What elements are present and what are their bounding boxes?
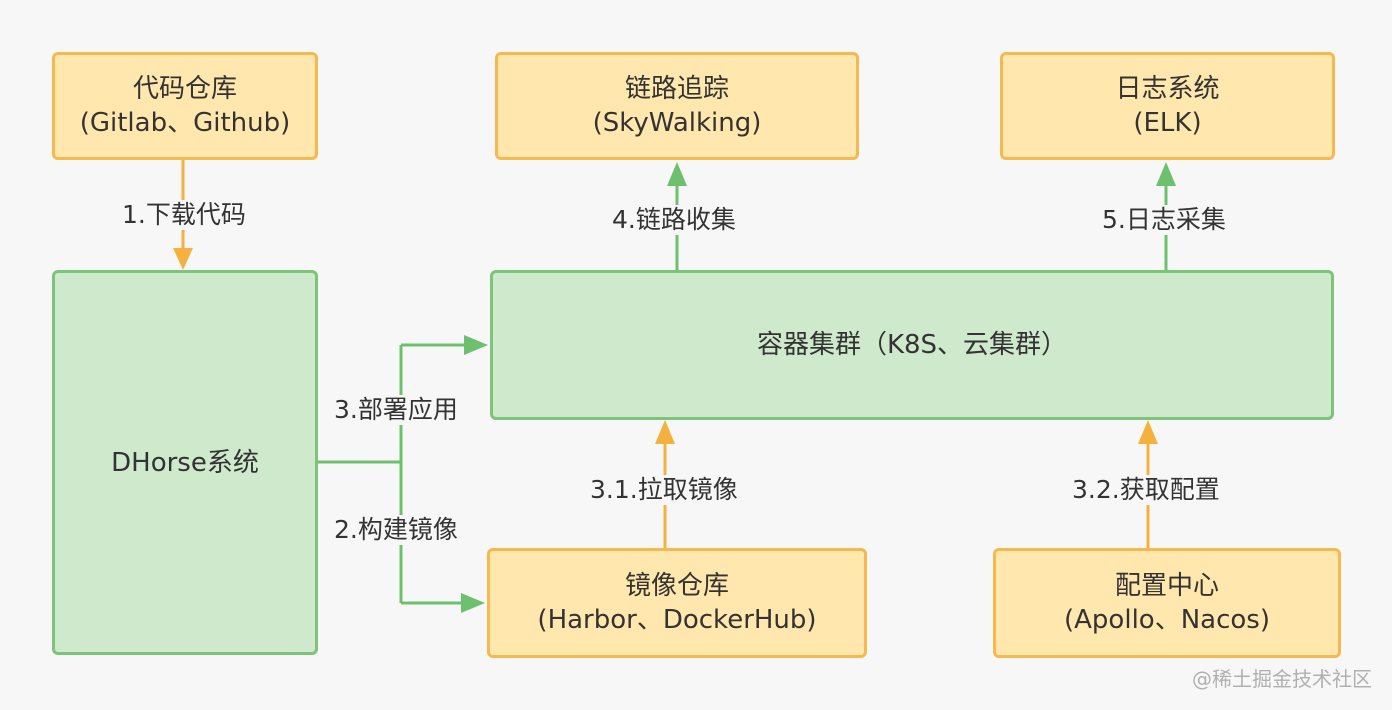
- node-code-repo-subtitle: (Gitlab、Github): [79, 108, 291, 138]
- node-tracing-subtitle: (SkyWalking): [592, 108, 762, 138]
- node-tracing-title: 链路追踪: [624, 74, 729, 104]
- node-dhorse-title: DHorse系统: [111, 447, 259, 478]
- node-code-repo-title: 代码仓库: [132, 74, 237, 104]
- node-config-center-title: 配置中心: [1114, 571, 1219, 601]
- edge-download-code-arrowhead: [173, 248, 193, 270]
- node-logging-title: 日志系统: [1115, 74, 1220, 104]
- node-image-repo: 镜像仓库 (Harbor、DockerHub): [487, 548, 867, 658]
- node-image-repo-title: 镜像仓库: [624, 571, 729, 601]
- edge-label-pull-image: 3.1.拉取镜像: [590, 475, 738, 505]
- edge-pull-image-arrowhead: [655, 420, 675, 444]
- node-cluster: 容器集群（K8S、云集群）: [490, 270, 1334, 420]
- edge-build-arrowhead: [461, 593, 485, 613]
- edge-label-deploy-app: 3.部署应用: [334, 395, 458, 425]
- edge-trace-arrowhead: [667, 162, 687, 186]
- node-cluster-title: 容器集群（K8S、云集群）: [756, 330, 1068, 360]
- node-code-repo: 代码仓库 (Gitlab、Github): [52, 52, 318, 160]
- node-logging-subtitle: (ELK): [1133, 108, 1202, 138]
- edge-label-trace-collect: 4.链路收集: [612, 205, 736, 235]
- node-config-center: 配置中心 (Apollo、Nacos): [993, 548, 1341, 658]
- node-tracing: 链路追踪 (SkyWalking): [495, 52, 859, 160]
- node-config-center-subtitle: (Apollo、Nacos): [1064, 605, 1270, 635]
- edge-label-download-code: 1.下载代码: [122, 200, 246, 230]
- node-dhorse: DHorse系统: [52, 270, 318, 655]
- node-image-repo-subtitle: (Harbor、DockerHub): [537, 605, 817, 635]
- edge-label-build-image: 2.构建镜像: [334, 515, 458, 545]
- edge-get-config-arrowhead: [1138, 420, 1158, 444]
- watermark-text: @稀土掘金技术社区: [1192, 667, 1372, 691]
- edge-log-arrowhead: [1156, 162, 1176, 186]
- node-logging: 日志系统 (ELK): [1000, 52, 1335, 160]
- edge-label-log-collect: 5.日志采集: [1102, 205, 1226, 235]
- edge-deploy-arrowhead: [464, 335, 488, 355]
- edge-label-get-config: 3.2.获取配置: [1072, 475, 1220, 505]
